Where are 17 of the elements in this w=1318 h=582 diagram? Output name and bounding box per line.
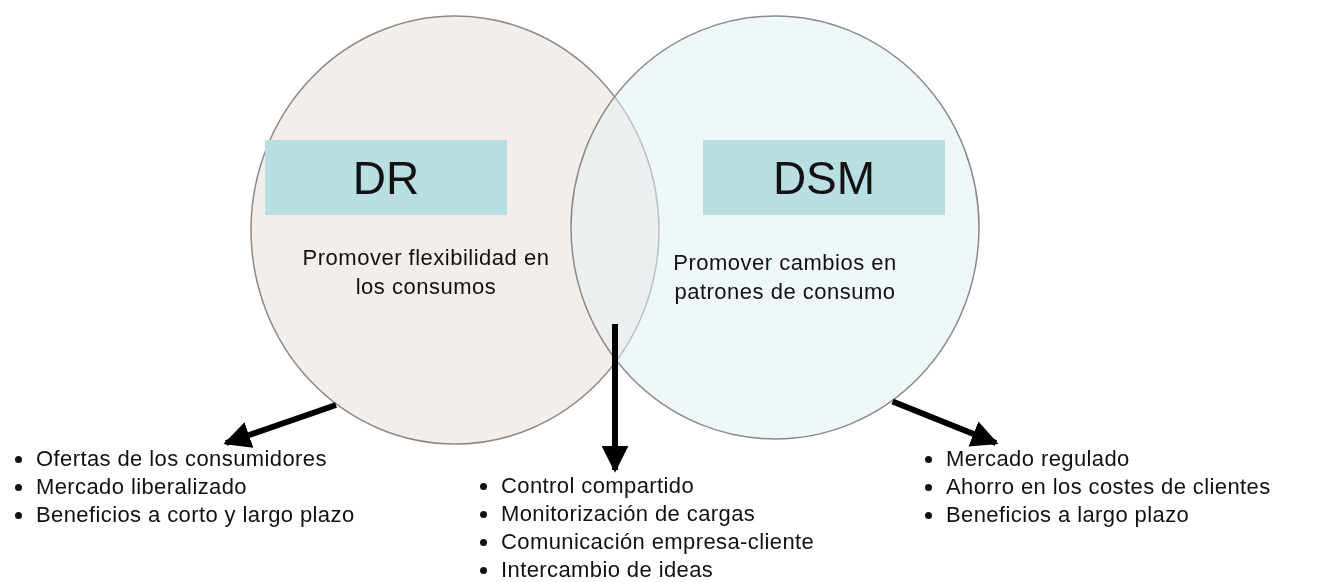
list-item: Mercado regulado — [946, 446, 1130, 472]
list-item: Ofertas de los consumidores — [36, 446, 327, 472]
list-item: Beneficios a largo plazo — [946, 502, 1190, 528]
list-item: Mercado liberalizado — [36, 474, 247, 500]
list-item: Control compartido — [501, 473, 695, 499]
circle-caption: Promover flexibilidad en los consumos — [301, 244, 551, 301]
list-item: Intercambio de ideas — [501, 557, 714, 582]
list-item: Comunicación empresa-cliente — [501, 529, 815, 555]
circle-caption: Promover cambios en patrones de consumo — [672, 249, 898, 306]
arrow — [223, 402, 337, 448]
arrow — [891, 398, 999, 447]
list-item: Beneficios a corto y largo plazo — [36, 502, 355, 528]
label-box: DR — [265, 140, 507, 215]
list-item: Ahorro en los costes de clientes — [946, 474, 1271, 500]
label-box: DSM — [703, 140, 945, 215]
arrow — [601, 324, 629, 473]
list-item: Monitorización de cargas — [501, 501, 756, 527]
